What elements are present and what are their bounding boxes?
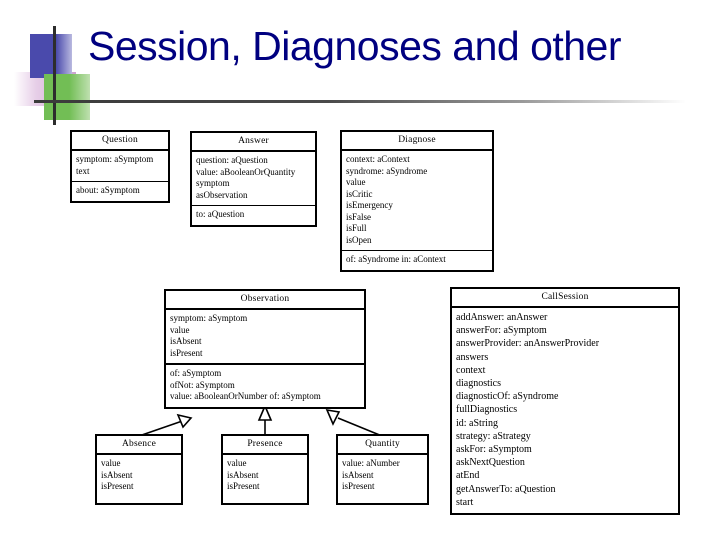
uml-attribute: answerProvider: anAnswerProvider (456, 338, 600, 350)
uml-class-callsession[interactable]: CallSession addAnswer: anAnswer answerFo… (450, 287, 680, 516)
uml-attribute: isPresent (101, 481, 134, 491)
uml-attributes: symptom: aSymptom text (72, 151, 168, 181)
uml-attribute: strategy: aStrategy (456, 430, 531, 442)
uml-class-observation[interactable]: Observation symptom: aSymptom value isAb… (164, 289, 366, 409)
uml-attribute: askFor: aSymptom (456, 444, 532, 456)
uml-attribute: text (76, 165, 90, 176)
uml-attribute: value: aNumber (342, 458, 400, 468)
uml-attribute: isCritic (346, 188, 373, 199)
uml-operation: of: aSymptom (170, 368, 222, 378)
decoration-horizontal-rule (34, 100, 686, 103)
uml-operations: to: aQuestion (192, 205, 315, 225)
uml-operation: of: aSyndrome in: aContext (346, 254, 446, 264)
uml-attribute: isAbsent (170, 336, 202, 346)
uml-attribute: fullDiagnostics (456, 404, 518, 416)
uml-operations: of: aSymptom ofNot: aSymptom value: aBoo… (166, 363, 364, 407)
uml-attributes: context: aContext syndrome: aSyndrome va… (342, 151, 492, 250)
uml-class-name: Observation (166, 291, 364, 310)
uml-class-name: Presence (223, 436, 307, 455)
uml-attribute: value (101, 458, 121, 468)
uml-attribute: isEmergency (346, 200, 393, 210)
slide-title: Session, Diagnoses and other (88, 23, 622, 69)
uml-attribute: answerFor: aSymptom (456, 325, 547, 337)
uml-attribute: value (346, 177, 366, 187)
uml-class-answer[interactable]: Answer question: aQuestion value: aBoole… (190, 131, 317, 227)
generalization-presence-to-observation (257, 403, 273, 436)
uml-attribute: isPresent (170, 347, 203, 358)
uml-operation: value: aBooleanOrNumber of: aSymptom (170, 391, 321, 401)
uml-attribute: id: aString (456, 417, 498, 429)
generalization-quantity-to-observation (325, 408, 383, 437)
decoration-green-square (44, 74, 90, 120)
uml-class-diagnose[interactable]: Diagnose context: aContext syndrome: aSy… (340, 130, 494, 272)
uml-operation: ofNot: aSymptom (170, 379, 235, 390)
uml-attribute: syndrome: aSyndrome (346, 165, 428, 176)
uml-attribute: addAnswer: anAnswer (456, 312, 548, 323)
uml-class-name: Question (72, 132, 168, 151)
uml-attribute: getAnswerTo: aQuestion (456, 483, 556, 495)
uml-attributes: addAnswer: anAnswer answerFor: aSymptom … (452, 308, 678, 513)
uml-attribute: asObservation (196, 189, 248, 200)
uml-attribute: askNextQuestion (456, 457, 525, 469)
uml-attribute: value (227, 458, 247, 468)
uml-class-name: Quantity (338, 436, 427, 455)
uml-attribute: isFull (346, 223, 367, 233)
uml-class-name: Diagnose (342, 132, 492, 151)
uml-attribute: symptom: aSymptom (170, 313, 248, 323)
uml-attributes: value isAbsent isPresent (223, 455, 307, 503)
uml-attribute: context (456, 364, 486, 376)
uml-attribute: isAbsent (227, 469, 259, 480)
uml-class-name: Absence (97, 436, 181, 455)
uml-class-presence[interactable]: Presence value isAbsent isPresent (221, 434, 309, 505)
generalization-absence-to-observation (138, 413, 193, 437)
uml-operation: about: aSymptom (76, 185, 140, 195)
uml-attribute: diagnostics (456, 378, 501, 390)
uml-operations: of: aSyndrome in: aContext (342, 250, 492, 270)
uml-attribute: atEnd (456, 470, 480, 482)
uml-attribute: answers (456, 351, 489, 363)
uml-operations: about: aSymptom (72, 181, 168, 201)
uml-attribute: isOpen (346, 234, 372, 245)
uml-attribute: isFalse (346, 211, 372, 222)
decoration-blue-square (30, 34, 72, 78)
uml-attributes: question: aQuestion value: aBooleanOrQua… (192, 152, 315, 205)
uml-attribute: value: aBooleanOrQuantity (196, 166, 296, 177)
uml-attribute: diagnosticOf: aSyndrome (456, 391, 559, 403)
uml-class-quantity[interactable]: Quantity value: aNumber isAbsent isPrese… (336, 434, 429, 505)
uml-class-question[interactable]: Question symptom: aSymptom text about: a… (70, 130, 170, 203)
uml-attributes: symptom: aSymptom value isAbsent isPrese… (166, 310, 364, 363)
uml-operation: to: aQuestion (196, 209, 245, 219)
uml-attributes: value isAbsent isPresent (97, 455, 181, 503)
uml-attribute: context: aContext (346, 154, 410, 164)
uml-attribute: start (456, 496, 474, 508)
uml-class-name: CallSession (452, 289, 678, 308)
uml-attribute: isPresent (227, 481, 260, 491)
uml-attribute: isAbsent (342, 469, 374, 480)
uml-class-absence[interactable]: Absence value isAbsent isPresent (95, 434, 183, 505)
uml-attribute: symptom (196, 178, 230, 188)
decoration-vertical-rule (53, 26, 56, 125)
uml-attribute: isAbsent (101, 469, 133, 480)
uml-attribute: symptom: aSymptom (76, 154, 154, 164)
uml-attributes: value: aNumber isAbsent isPresent (338, 455, 427, 503)
uml-class-name: Answer (192, 133, 315, 152)
uml-attribute: isPresent (342, 481, 375, 491)
uml-attribute: value (170, 324, 190, 335)
uml-attribute: question: aQuestion (196, 155, 268, 165)
